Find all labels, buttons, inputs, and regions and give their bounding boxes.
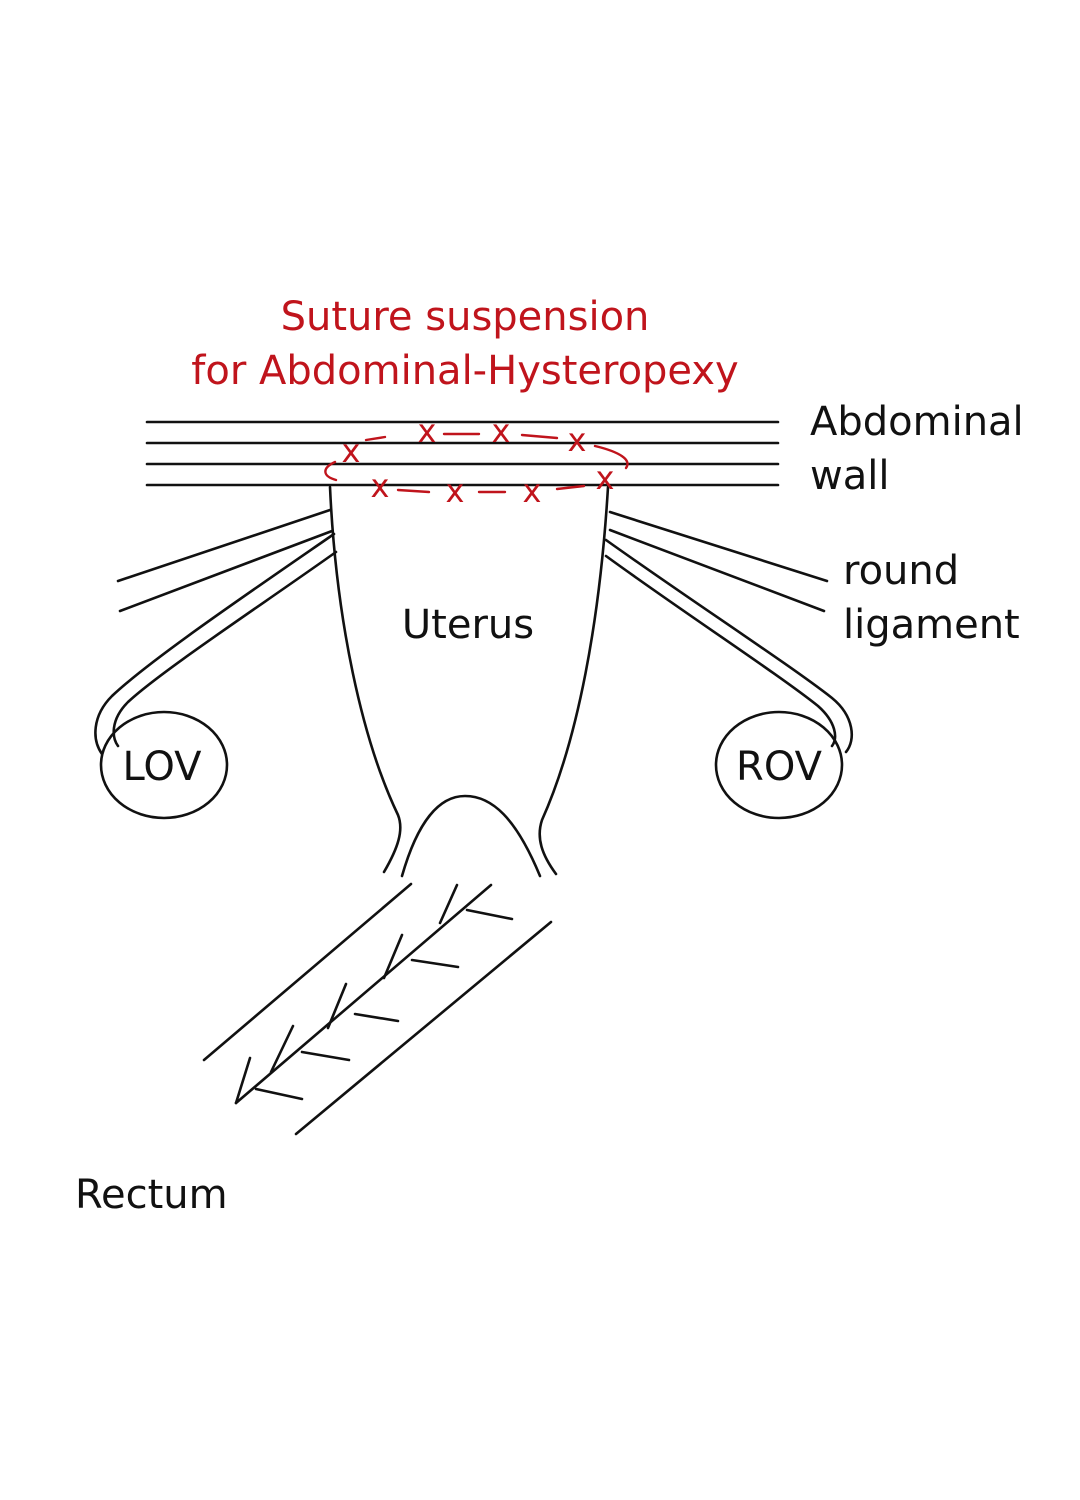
suture-stitch-mark: x [446, 472, 465, 510]
suture-stitches: x x x x x x x x [342, 412, 615, 510]
suture-stitch-mark: x [596, 459, 615, 497]
suture-stitch-mark: x [523, 472, 542, 510]
abdominal-wall [145, 420, 780, 487]
right-ovary-label: ROV [736, 744, 823, 790]
suture-stitch-mark: x [371, 467, 390, 505]
uterus-outline [328, 485, 610, 876]
round-ligament-label-2: ligament [843, 602, 1020, 648]
title-line-1: Suture suspension [281, 294, 650, 340]
suture-stitch-mark: x [568, 421, 587, 459]
uterus-label: Uterus [402, 602, 534, 648]
rectum [202, 882, 553, 1136]
left-ovary [99, 710, 229, 820]
right-ovarian-ligament [604, 538, 854, 754]
abdominal-wall-label-1: Abdominal [810, 399, 1024, 445]
suture-stitch-mark: x [418, 412, 437, 450]
round-ligament-label-1: round [843, 548, 959, 594]
left-ovary-label: LOV [122, 744, 202, 790]
left-ovarian-ligament [94, 532, 338, 756]
rectum-label: Rectum [75, 1172, 228, 1218]
suture-loop [324, 432, 629, 494]
right-round-ligament [608, 510, 829, 613]
left-round-ligament [116, 508, 334, 613]
suture-stitch-mark: x [342, 432, 361, 470]
title-line-2: for Abdominal-Hysteropexy [191, 348, 738, 394]
right-ovary [714, 710, 844, 820]
cervix-arch [400, 794, 542, 878]
suture-stitch-mark: x [492, 412, 511, 450]
abdominal-wall-label-2: wall [810, 453, 889, 499]
